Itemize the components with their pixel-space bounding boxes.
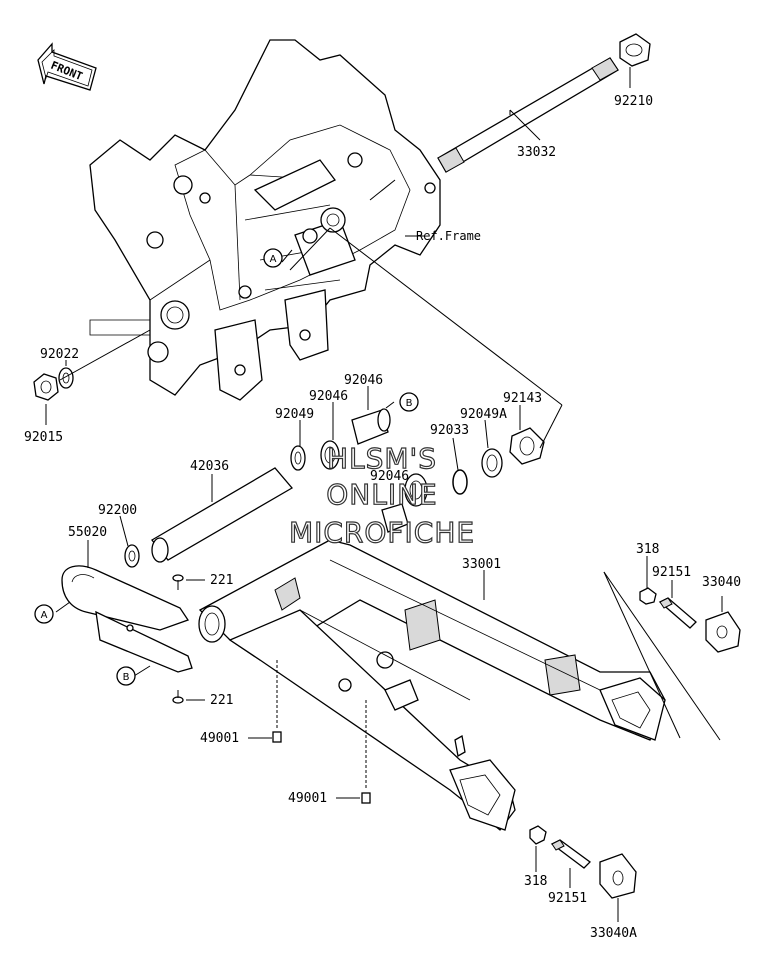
part-label-92200: 92200 bbox=[98, 503, 137, 518]
block-33040 bbox=[705, 611, 741, 653]
frame-drawing bbox=[89, 39, 441, 401]
screw-221-bot bbox=[172, 690, 184, 704]
callout-b-bearing-label: B bbox=[406, 398, 413, 409]
chain-guide-55020 bbox=[61, 565, 193, 673]
part-label-92046-mid: 92046 bbox=[309, 389, 348, 404]
part-label-92049a: 92049A bbox=[460, 407, 507, 422]
part-label-92210: 92210 bbox=[614, 94, 653, 109]
part-label-92015: 92015 bbox=[24, 430, 63, 445]
part-label-318-top: 318 bbox=[636, 542, 659, 557]
seal-92049a bbox=[481, 448, 503, 478]
part-label-92143: 92143 bbox=[503, 391, 542, 406]
part-label-92046-top: 92046 bbox=[344, 373, 383, 388]
circlip-92033 bbox=[452, 469, 468, 495]
washer-92200 bbox=[124, 544, 140, 568]
callout-a-frame-label: A bbox=[270, 254, 277, 265]
part-label-92033: 92033 bbox=[430, 423, 469, 438]
watermark: HLSM'S ONLINE MICROFICHE bbox=[288, 441, 475, 549]
sleeve-42036 bbox=[151, 467, 293, 563]
bolt-92151-bot bbox=[550, 839, 591, 869]
part-label-49001-top: 49001 bbox=[200, 731, 239, 746]
part-label-42036: 42036 bbox=[190, 459, 229, 474]
callout-a-frame: A bbox=[263, 248, 283, 268]
callout-a-guide-label: A bbox=[41, 610, 48, 621]
seal-92049 bbox=[290, 445, 306, 471]
part-label-221-top: 221 bbox=[210, 573, 233, 588]
part-label-33001: 33001 bbox=[462, 557, 501, 572]
watermark-line-1: HLSM'S bbox=[327, 442, 437, 475]
watermark-line-3: MICROFICHE bbox=[289, 516, 475, 549]
part-label-318-bot: 318 bbox=[524, 874, 547, 889]
bearing-601 bbox=[404, 473, 428, 507]
callout-b-bearing: B bbox=[399, 392, 419, 412]
bearing-92046-low bbox=[381, 503, 409, 533]
grease-fitting-49001-bot bbox=[361, 700, 371, 804]
block-33040a bbox=[599, 853, 637, 899]
callout-a-guide: A bbox=[34, 604, 54, 624]
swingarm-33001 bbox=[198, 539, 666, 831]
part-label-92151-bot: 92151 bbox=[548, 891, 587, 906]
ref-frame-label: Ref.Frame bbox=[416, 229, 481, 243]
part-label-55020: 55020 bbox=[68, 525, 107, 540]
bolt-92151-top bbox=[658, 597, 697, 629]
grease-fitting-49001-top bbox=[272, 660, 282, 743]
front-arrow-icon: FRONT bbox=[37, 42, 97, 91]
part-label-33040a: 33040A bbox=[590, 926, 637, 941]
part-label-221-bot: 221 bbox=[210, 693, 233, 708]
screw-221-top bbox=[172, 574, 184, 590]
part-label-92022: 92022 bbox=[40, 347, 79, 362]
nut-92015 bbox=[33, 373, 59, 401]
nut-92210 bbox=[619, 33, 651, 67]
part-label-92049: 92049 bbox=[275, 407, 314, 422]
callout-b-guide-label: B bbox=[123, 672, 130, 683]
washer-92022 bbox=[58, 367, 74, 389]
bearing-92046-top bbox=[351, 408, 391, 445]
part-label-92151-top: 92151 bbox=[652, 565, 691, 580]
part-label-33032: 33032 bbox=[517, 145, 556, 160]
callout-b-guide: B bbox=[116, 666, 136, 686]
bearing-92046-mid bbox=[320, 440, 340, 470]
part-label-92046-low: 92046 bbox=[370, 469, 409, 484]
pivot-shaft bbox=[437, 57, 619, 173]
part-label-49001-bot: 49001 bbox=[288, 791, 327, 806]
collar-92143 bbox=[509, 427, 545, 465]
watermark-line-2: ONLINE bbox=[326, 478, 437, 511]
nut-318-bot bbox=[529, 825, 547, 845]
nut-318-top bbox=[639, 587, 657, 605]
part-label-33040: 33040 bbox=[702, 575, 741, 590]
